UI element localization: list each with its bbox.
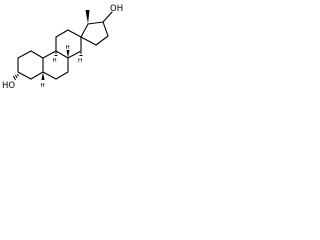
svg-text:H: H xyxy=(78,58,82,64)
svg-text:H: H xyxy=(66,45,70,51)
methyl-wedge xyxy=(85,10,90,24)
ring-d xyxy=(80,21,109,46)
ring-a xyxy=(17,50,44,80)
c3-ho-hash-bond xyxy=(13,73,19,81)
stereo-h-markers: H H H H xyxy=(41,45,83,89)
steroid-structure-diagram: H H H H HO OH xyxy=(2,4,123,91)
ring-c xyxy=(55,29,82,59)
svg-text:H: H xyxy=(41,83,45,89)
c17-oh-bond xyxy=(102,11,113,23)
hydroxyl-label-left: HO xyxy=(2,81,15,91)
svg-text:H: H xyxy=(53,58,57,64)
hydroxyl-label-right: OH xyxy=(110,4,123,14)
ring-b xyxy=(42,50,69,80)
